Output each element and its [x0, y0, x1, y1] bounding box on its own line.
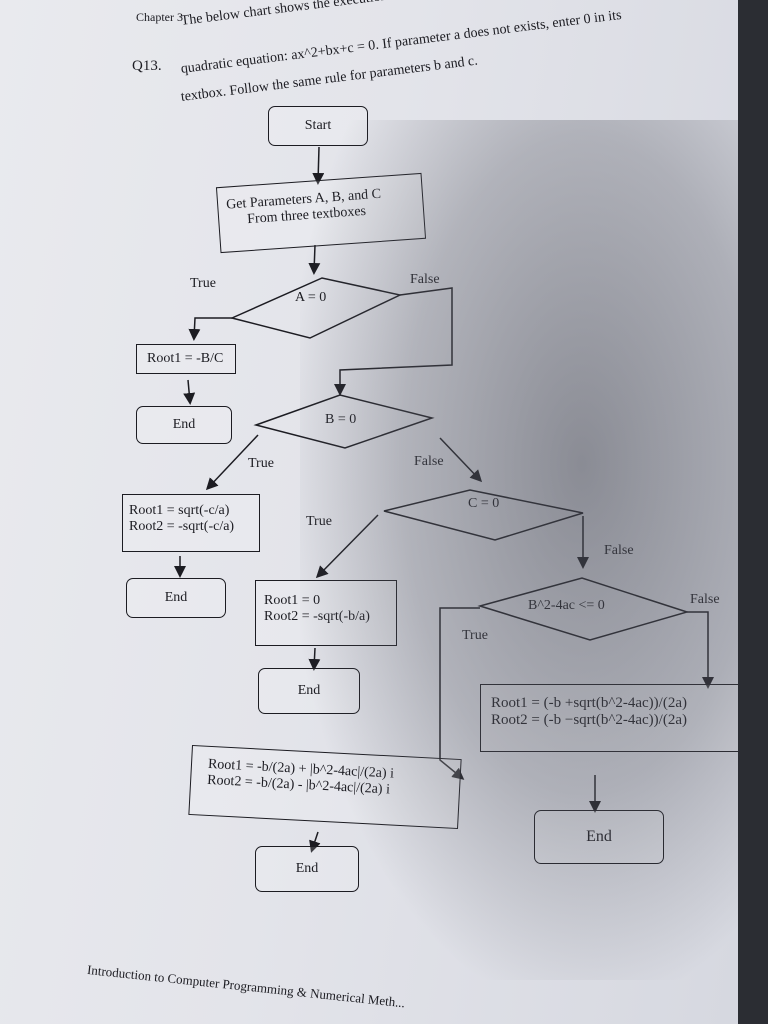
chapter-label: Chapter 3 — [136, 10, 183, 24]
root-real-line2: Root2 = (-b −sqrt(b^2-4ac))/(2a) — [491, 712, 687, 728]
true-disc-label: True — [462, 628, 488, 643]
root-bc-box: Root1 = -B/C — [136, 344, 236, 374]
question-number: Q13. — [132, 58, 162, 74]
start-label: Start — [304, 118, 332, 133]
end-label-4: End — [586, 828, 612, 845]
root-bc-label: Root1 = -B/C — [147, 351, 224, 366]
false-b-label: False — [414, 454, 444, 469]
true-b-label: True — [248, 456, 274, 471]
root-sqrt-box: Root1 = sqrt(-c/a) Root2 = -sqrt(-c/a) — [122, 494, 260, 552]
textbook-page: Chapter 3 Q13. The below chart shows the… — [0, 0, 738, 1024]
root-zero-line1: Root1 = 0 — [264, 593, 321, 608]
decision-c-label: C = 0 — [468, 496, 500, 511]
root-sqrt-line2: Root2 = -sqrt(-c/a) — [129, 519, 235, 534]
end-box-1: End — [136, 406, 232, 444]
end-box-3: End — [258, 668, 360, 714]
root-zero-line2: Root2 = -sqrt(-b/a) — [264, 609, 370, 624]
false-a-label: False — [410, 272, 440, 287]
root-complex-box: Root1 = -b/(2a) + |b^2-4ac|/(2a) i Root2… — [188, 744, 462, 830]
root-real-box: Root1 = (-b +sqrt(b^2-4ac))/(2a) Root2 =… — [480, 684, 738, 752]
end-box-2: End — [126, 578, 226, 618]
root-sqrt-line1: Root1 = sqrt(-c/a) — [129, 503, 230, 518]
end-label-5: End — [295, 861, 319, 876]
true-c-label: True — [306, 514, 332, 529]
end-label-2: End — [164, 590, 188, 605]
decision-a-diamond — [229, 277, 403, 339]
true-a-label: True — [190, 276, 216, 291]
end-label-1: End — [172, 417, 196, 432]
decision-a-label: A = 0 — [295, 290, 327, 305]
false-disc-label: False — [690, 592, 720, 607]
start-box: Start — [268, 106, 368, 146]
decision-b-label: B = 0 — [325, 412, 357, 427]
end-label-3: End — [297, 683, 321, 698]
end-box-4: End — [534, 810, 664, 864]
flowchart-lines — [174, 146, 714, 853]
end-box-5: End — [255, 846, 359, 892]
root-zero-box: Root1 = 0 Root2 = -sqrt(-b/a) — [255, 580, 397, 646]
decision-disc-label: B^2-4ac <= 0 — [528, 598, 605, 613]
root-real-line1: Root1 = (-b +sqrt(b^2-4ac))/(2a) — [491, 695, 687, 711]
false-c-label: False — [604, 543, 634, 558]
